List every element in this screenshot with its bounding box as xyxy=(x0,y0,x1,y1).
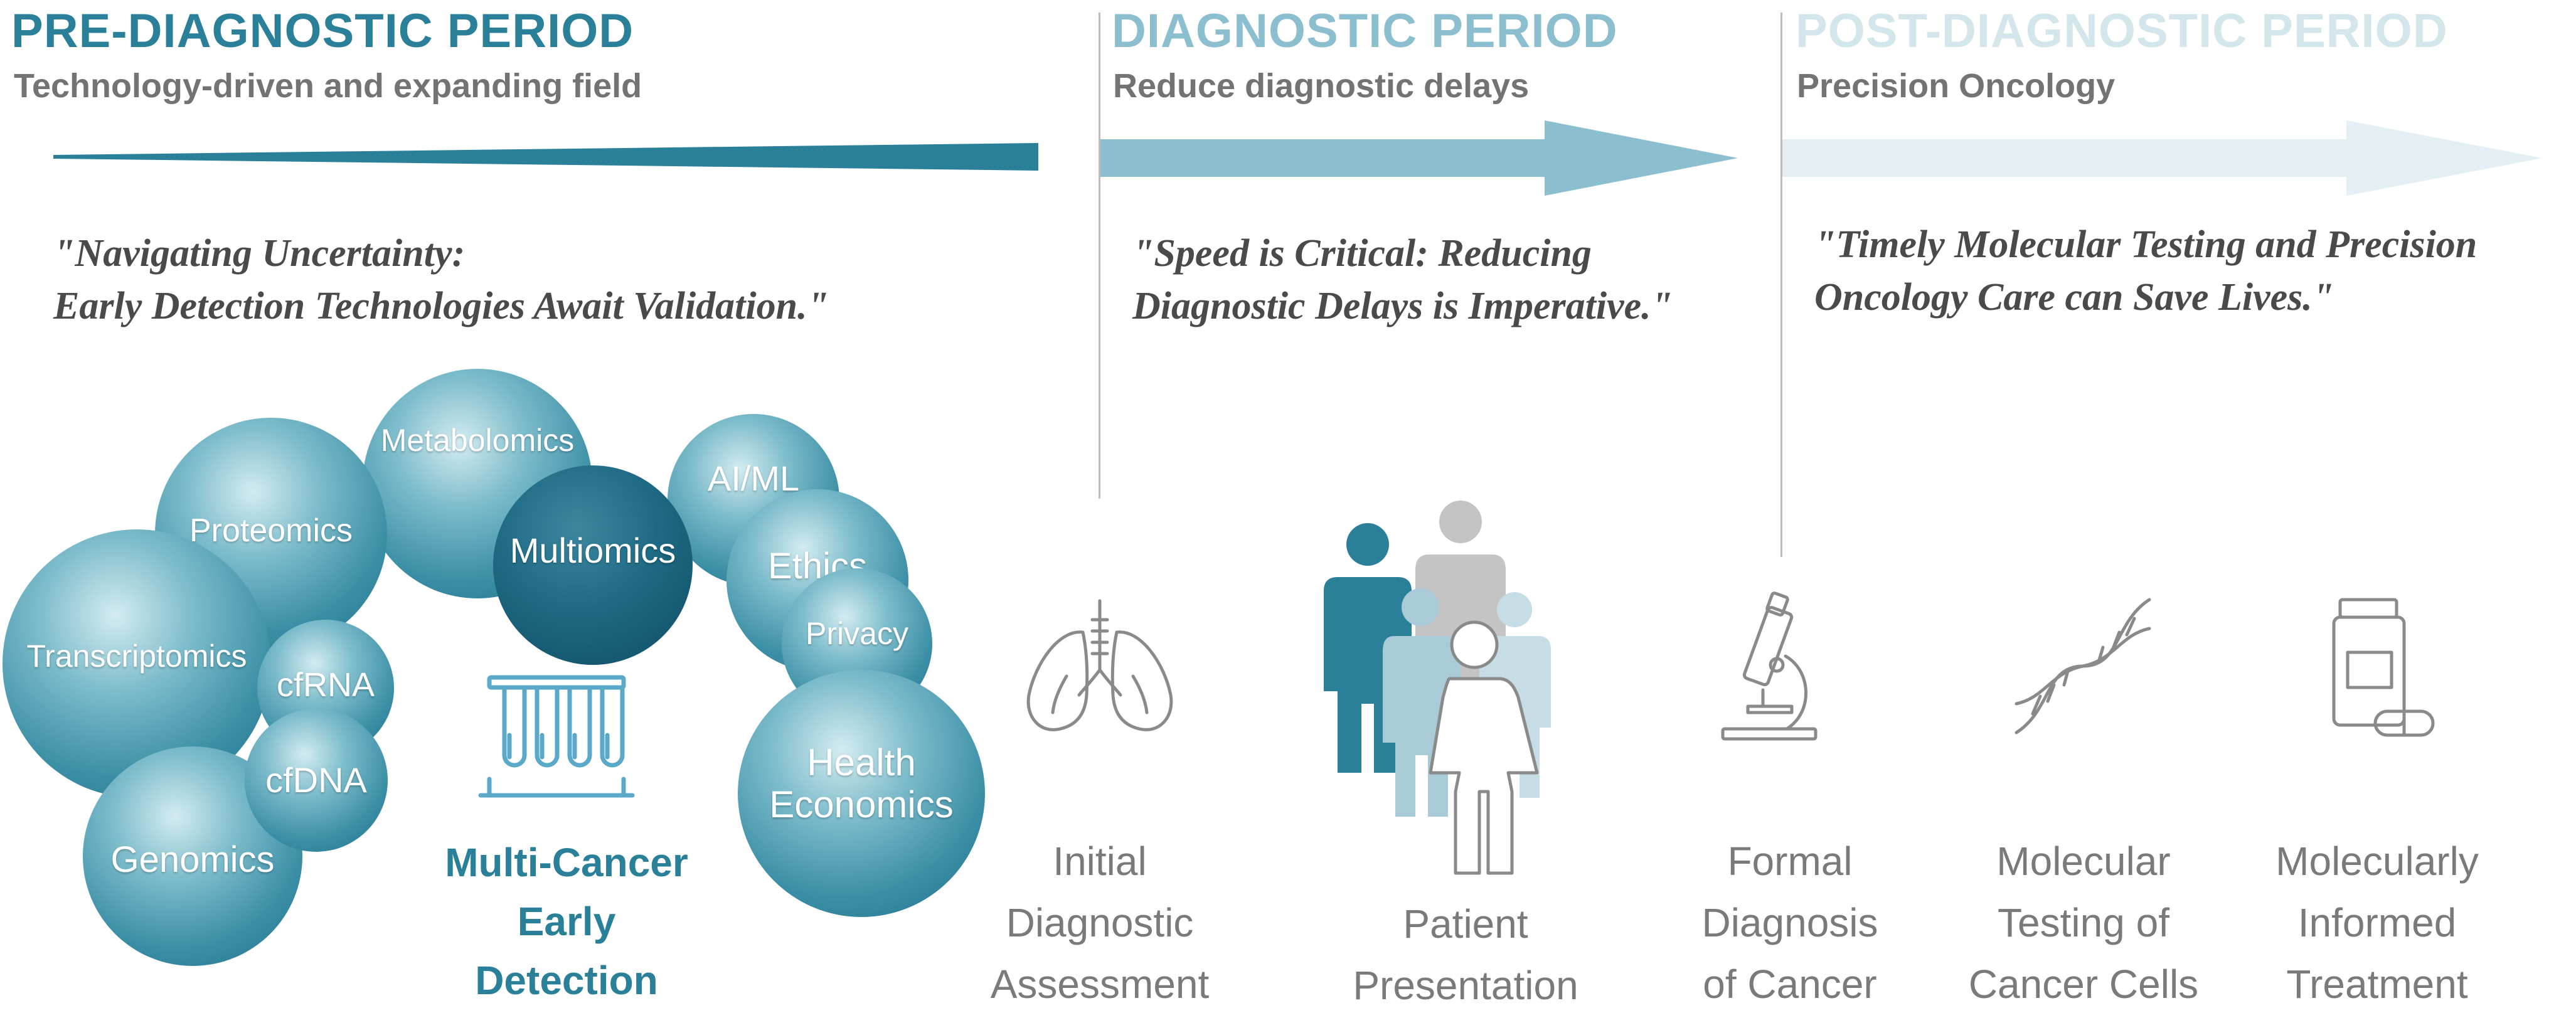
quote-line: Oncology Care can Save Lives." xyxy=(1814,276,2334,319)
step-formal-diagnosis: Formal Diagnosis of Cancer xyxy=(1633,830,1947,1013)
bubble-label: Metabolomics xyxy=(380,423,575,458)
post-diagnostic-arrow xyxy=(1780,120,2542,196)
step-initial-diagnostic-assessment: Initial Diagnostic Assessment xyxy=(943,830,1257,1013)
step-label-line: Informed xyxy=(2297,900,2457,945)
pre-diagnostic-quote: "Navigating Uncertainty: Early Detection… xyxy=(53,227,829,332)
step-molecular-testing: Molecular Testing of Cancer Cells xyxy=(1927,830,2240,1013)
mced-label-line: Early xyxy=(517,899,616,944)
step-molecularly-informed-treatment: Molecularly Informed Treatment xyxy=(2220,830,2534,1013)
post-diagnostic-quote: "Timely Molecular Testing and Precision … xyxy=(1814,218,2477,324)
step-label-line: Diagnosis xyxy=(1701,900,1878,945)
dna-icon xyxy=(2014,598,2151,735)
bubble-label: Privacy xyxy=(806,616,908,651)
patient-figure-light-blue xyxy=(1497,592,1532,627)
bubble-health-economics: Health Economics xyxy=(738,670,985,917)
mced-label-line: Multi-Cancer xyxy=(445,840,688,885)
patients-icon xyxy=(1324,501,1551,875)
patient-figure-teal xyxy=(1346,523,1389,566)
bubble-label: Genomics xyxy=(110,839,275,880)
post-diagnostic-subtitle: Precision Oncology xyxy=(1797,67,2116,105)
post-diagnostic-title: POST-DIAGNOSTIC PERIOD xyxy=(1796,4,2448,58)
step-label-line: Assessment xyxy=(990,962,1210,1007)
bubble-label: Proteomics xyxy=(189,512,353,549)
step-label-line: Molecularly xyxy=(2275,839,2479,884)
quote-line: Early Detection Technologies Await Valid… xyxy=(53,285,829,327)
bubble-genomics: Genomics xyxy=(83,746,302,966)
patient-figure-gray xyxy=(1439,501,1482,543)
step-label-line: Treatment xyxy=(2286,962,2468,1007)
step-label-line: Initial xyxy=(1053,839,1147,884)
quote-line: "Timely Molecular Testing and Precision xyxy=(1814,223,2478,266)
patient-figure-mid-blue xyxy=(1402,588,1439,626)
step-label-line: Formal xyxy=(1727,839,1853,884)
step-label-line: Diagnostic xyxy=(1006,900,1194,945)
pre-diagnostic-subtitle: Technology-driven and expanding field xyxy=(14,67,642,105)
bubble-label: Transcriptomics xyxy=(26,639,247,674)
bubble-label: AI/ML xyxy=(707,459,800,498)
pre-diagnostic-title: PRE-DIAGNOSTIC PERIOD xyxy=(11,4,634,58)
diagnostic-quote: "Speed is Critical: Reducing Diagnostic … xyxy=(1132,227,1673,332)
step-label-line: Cancer Cells xyxy=(1968,962,2199,1007)
bubble-label: cfRNA xyxy=(276,666,375,704)
bubble-cfdna: cfDNA xyxy=(245,709,388,852)
pre-diagnostic-wedge-arrow xyxy=(53,143,1038,171)
step-label-line: Molecular xyxy=(1996,839,2171,884)
step-patient-presentation: Patient Presentation xyxy=(1309,893,1622,1013)
period-divider-2 xyxy=(1780,13,1782,557)
period-arrows xyxy=(53,120,2542,196)
bubble-label: Economics xyxy=(769,783,954,825)
step-label-line: Patient xyxy=(1403,901,1528,947)
quote-line: Diagnostic Delays is Imperative." xyxy=(1132,285,1673,327)
quote-line: "Navigating Uncertainty: xyxy=(53,232,466,275)
medication-icon xyxy=(2332,598,2435,737)
bubble-label: Multiomics xyxy=(509,530,676,570)
diagnostic-title: DIAGNOSTIC PERIOD xyxy=(1112,4,1618,58)
lungs-icon xyxy=(1026,599,1173,731)
diagnostic-arrow xyxy=(1099,120,1738,196)
step-label-line: Presentation xyxy=(1353,963,1578,1008)
period-divider-1 xyxy=(1099,13,1100,499)
bubble-multiomics: Multiomics xyxy=(493,465,693,665)
test-tubes-icon xyxy=(478,675,635,798)
diagnostic-subtitle: Reduce diagnostic delays xyxy=(1113,67,1530,105)
step-label-line: Testing of xyxy=(1998,900,2169,945)
quote-line: "Speed is Critical: Reducing xyxy=(1132,232,1592,275)
microscope-icon xyxy=(1721,591,1818,741)
mced-label-line: Detection xyxy=(475,958,658,1003)
step-label-line: of Cancer xyxy=(1703,962,1877,1007)
mced-label: Multi-Cancer Early Detection xyxy=(413,833,720,1010)
bubble-label: Health xyxy=(807,741,916,783)
bubble-label: cfDNA xyxy=(265,760,367,800)
patient-figure-outline xyxy=(1450,620,1499,669)
